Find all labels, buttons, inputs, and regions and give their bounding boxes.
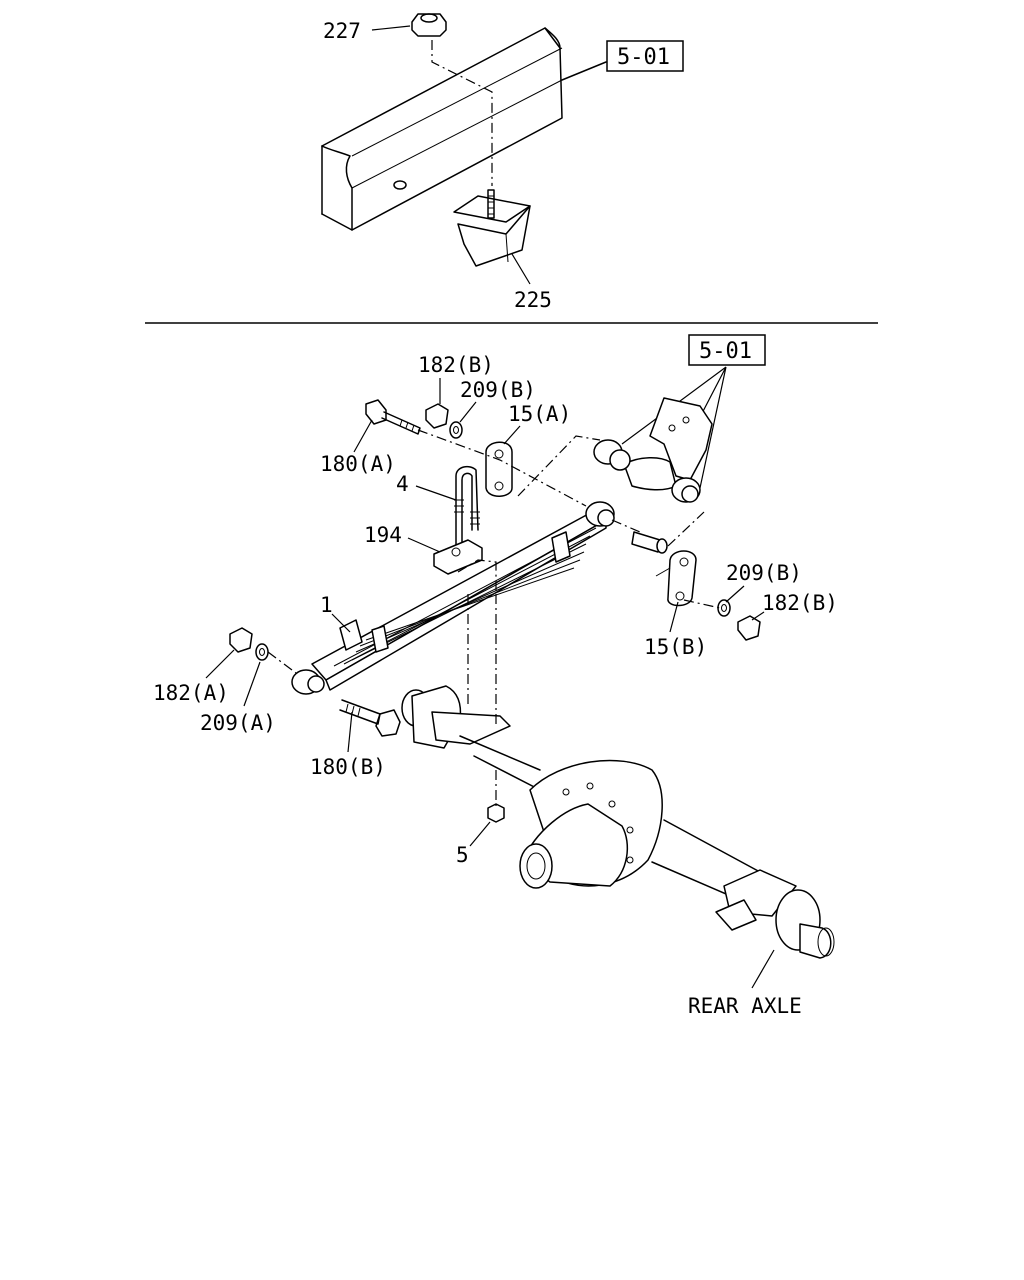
nut-182b-lower [737,615,761,641]
callout-label-182b-upper: 182(B) [418,353,494,377]
rear-axle-callout: REAR AXLE [688,949,802,1018]
washer-209a [255,643,269,661]
callout-label-180a: 180(A) [320,452,396,476]
callout-1: 1 [320,593,351,633]
rear-axle-label: REAR AXLE [688,994,802,1018]
callout-4: 4 [396,472,457,501]
bolt-180a [365,399,421,435]
callout-label-209b-lower: 209(B) [726,561,802,585]
callout-label-5: 5 [456,843,469,867]
callout-182b-lower: 182(B) [751,591,838,621]
callout-label-182a: 182(A) [153,681,229,705]
callout-label-1: 1 [320,593,333,617]
frame-nut-227 [411,13,447,37]
ref-box-bottom: 5-01 [621,334,766,489]
callout-209b-upper: 209(B) [459,378,536,423]
callout-label-4: 4 [396,472,409,496]
callout-180a: 180(A) [320,419,396,476]
callout-label-182b-lower: 182(B) [762,591,838,615]
callout-209b-lower: 209(B) [725,561,802,603]
nut-182b-upper [425,403,449,429]
frame-nut-centerline [431,40,493,186]
ref-box-top-label: 5-01 [617,45,670,70]
shackle-15b [655,550,697,607]
frame-rail [321,27,607,231]
washer-209b-upper [449,421,463,439]
washer-209b-lower [717,599,731,617]
callout-227: 227 [323,19,411,43]
callout-225: 225 [511,253,552,312]
callout-label-227: 227 [323,19,361,43]
callout-180b: 180(B) [310,711,386,779]
assembly-line-front [267,651,301,677]
callout-194: 194 [364,523,441,553]
spring-seat-194 [433,539,483,575]
callout-label-225: 225 [514,288,552,312]
callout-182a: 182(A) [153,649,235,705]
spring-hanger-bracket [593,397,713,503]
callout-15a: 15(A) [503,402,571,445]
assembly-line-shackle [611,511,705,547]
ref-box-top: 5-01 [606,40,684,72]
callout-15b: 15(B) [644,601,707,659]
callout-209a: 209(A) [200,661,276,735]
ref-box-bottom-label: 5-01 [699,339,752,364]
nut-182a [229,627,253,653]
shackle-15a [485,441,513,497]
assembly-line-ubolt [467,594,497,808]
u-bolt-nut-5 [487,803,505,823]
callout-label-180b: 180(B) [310,755,386,779]
u-bolt-4 [454,465,480,547]
callout-label-209a: 209(A) [200,711,276,735]
callout-182b-upper: 182(B) [418,353,494,404]
assembly-line-upper [417,429,587,507]
callout-label-15a: 15(A) [508,402,571,426]
callout-label-15b: 15(B) [644,635,707,659]
leaf-spring-1 [291,501,615,695]
shackle-pin [631,531,668,554]
callout-label-209b-upper: 209(B) [460,378,536,402]
callout-label-194: 194 [364,523,402,547]
bolt-180b [339,699,401,737]
assembly-line-hanger [517,435,601,497]
callout-5: 5 [456,821,491,867]
assembly-line-rear [683,599,721,609]
bump-stopper-225 [453,189,531,267]
rear-axle-housing [401,685,835,959]
